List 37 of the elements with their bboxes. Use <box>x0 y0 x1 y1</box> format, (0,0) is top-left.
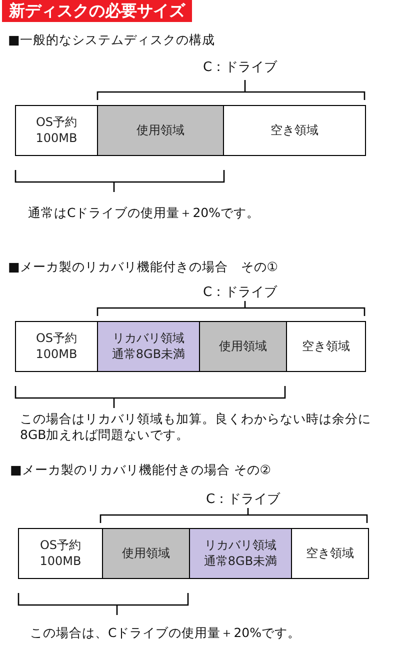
block-label: 通常8GB未満 <box>112 346 186 362</box>
drive-label: C：ドライブ <box>203 59 278 76</box>
partition-block <box>15 321 98 372</box>
recovery-area-block <box>97 321 200 372</box>
block-label: 空き領域 <box>306 546 354 562</box>
used-area-block <box>199 321 287 372</box>
block-label: 空き領域 <box>302 338 350 354</box>
note-text: 通常はCドライブの使用量＋20%です。 <box>28 205 260 222</box>
block-label: 100MB <box>40 554 82 570</box>
title-banner: 新ディスクの必要サイズ <box>2 0 192 22</box>
block-label: 100MB <box>36 130 78 146</box>
section-heading: ■一般的なシステムディスクの構成 <box>8 32 215 49</box>
free-area-block <box>286 321 366 372</box>
section-heading: ■メーカ製のリカバリ機能付きの場合 その② <box>10 462 271 479</box>
block-label: 100MB <box>36 346 78 362</box>
drive-label: C：ドライブ <box>206 491 280 508</box>
recovery-area-block <box>189 528 292 579</box>
block-label: 通常8GB未満 <box>204 554 278 570</box>
used-area-block <box>97 105 224 156</box>
note-text: この場合はリカバリ領域も加算。良くわからない時は余分に8GB加えれば問題ないです。 <box>20 411 372 444</box>
block-label: OS予約 <box>40 538 82 554</box>
block-label: OS予約 <box>36 330 78 346</box>
note-text: この場合は、Cドライブの使用量＋20%です。 <box>30 625 301 642</box>
section-heading: ■メーカ製のリカバリ機能付きの場合 その① <box>8 259 278 276</box>
block-label: リカバリ領域 <box>204 538 276 554</box>
block-label: 空き領域 <box>270 122 318 138</box>
free-area-block <box>291 528 369 579</box>
used-area-block <box>102 528 190 579</box>
block-label: OS予約 <box>36 114 78 130</box>
block-label: 使用領域 <box>136 122 184 138</box>
block-label: リカバリ領域 <box>112 330 184 346</box>
block-label: 使用領域 <box>122 546 170 562</box>
partition-block <box>18 528 103 579</box>
partition-block <box>15 105 98 156</box>
drive-label: C：ドライブ <box>203 284 278 301</box>
free-area-block <box>223 105 366 156</box>
block-label: 使用領域 <box>219 338 267 354</box>
